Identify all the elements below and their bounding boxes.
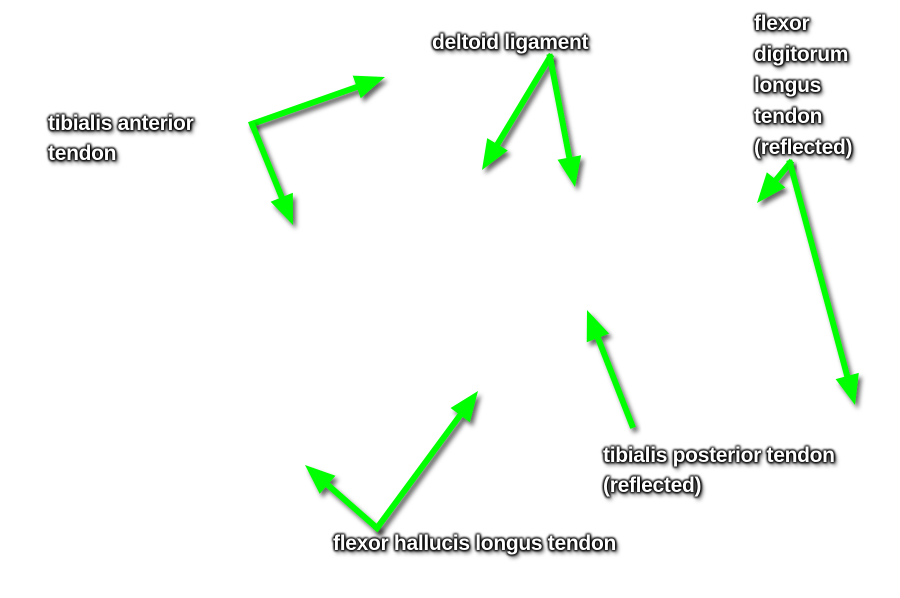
flexor-hallucis-arrow-1 <box>305 465 382 533</box>
label-deltoid-ligament: deltoid ligament <box>432 31 589 54</box>
arrow-head <box>270 192 293 225</box>
label-line: flexor <box>754 12 810 35</box>
arrow-shaft <box>248 81 365 128</box>
arrow-head <box>835 372 859 405</box>
label-line: (reflected) <box>603 474 702 497</box>
label-flexor-hallucis-longus-tendon: flexor hallucis longus tendon <box>333 532 616 555</box>
deltoid-arrow-2 <box>546 53 582 187</box>
flexor-digitorum-arrow-1 <box>757 158 795 203</box>
tibialis-anterior-arrow-2 <box>248 120 293 225</box>
arrow-shaft <box>491 52 555 152</box>
arrow-head <box>305 465 336 494</box>
arrow-head <box>557 155 582 187</box>
label-line: (reflected) <box>754 136 853 159</box>
arrow-head <box>482 138 508 170</box>
label-line: tendon <box>48 142 117 165</box>
arrow-head <box>352 75 385 99</box>
deltoid-arrow-1 <box>482 52 555 170</box>
label-flexor-digitorum-longus-tendon: flexor digitorum longus tendon (reflecte… <box>754 8 853 163</box>
arrow-head <box>757 172 786 203</box>
label-line: tibialis anterior <box>48 112 194 135</box>
label-line: digitorum <box>754 43 849 66</box>
arrow-head <box>450 391 478 423</box>
label-line: tendon <box>754 105 823 128</box>
tibialis-anterior-arrow-1 <box>248 75 385 128</box>
arrow-shaft <box>786 159 852 384</box>
tibialis-posterior-arrow <box>586 310 636 429</box>
label-tibialis-anterior-tendon: tibialis anterior tendon <box>48 109 194 169</box>
label-line: longus <box>754 74 822 97</box>
arrow-shaft <box>769 158 795 188</box>
flexor-digitorum-arrow-2 <box>786 159 859 405</box>
arrow-shaft <box>248 120 288 205</box>
arrow-head <box>586 310 610 343</box>
arrow-shaft <box>546 53 574 165</box>
arrow-shaft <box>372 407 467 533</box>
arrow-shaft <box>592 330 636 429</box>
label-line: tibialis posterior tendon <box>603 444 835 467</box>
flexor-hallucis-arrow-2 <box>372 391 478 533</box>
arrow-shaft <box>320 477 382 533</box>
label-tibialis-posterior-tendon: tibialis posterior tendon (reflected) <box>603 441 835 501</box>
